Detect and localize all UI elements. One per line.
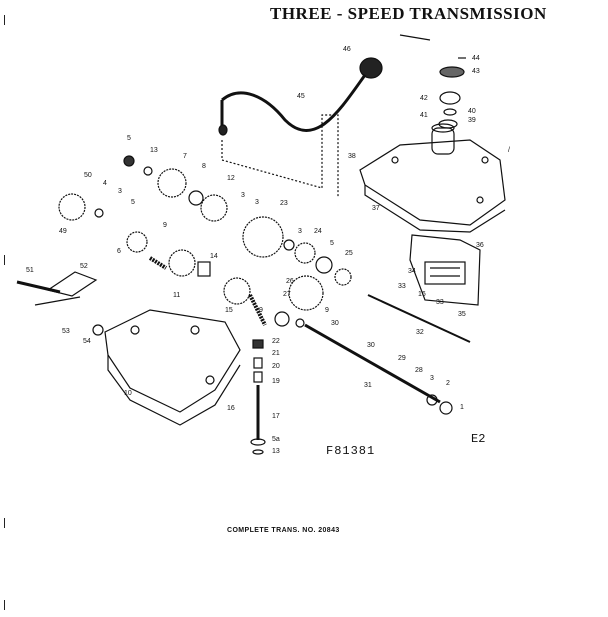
callout-53: 53 — [62, 328, 70, 335]
callout-49: 49 — [59, 228, 67, 235]
shifter-plate — [409, 234, 481, 306]
margin-tick — [4, 518, 5, 528]
long-shafts — [304, 294, 471, 415]
shift-lever — [218, 34, 431, 136]
callout-51: 51 — [26, 267, 34, 274]
guide-line — [221, 114, 339, 198]
callout-43: 43 — [472, 68, 480, 75]
callout-41: 41 — [420, 112, 428, 119]
callout-5c: 5 — [330, 240, 334, 247]
callout-44: 44 — [472, 55, 480, 62]
callout-20: 20 — [272, 363, 280, 370]
assembly-caption: COMPLETE TRANS. NO. 20843 — [227, 527, 340, 534]
vertical-shaft — [250, 339, 266, 455]
callout-28: 28 — [415, 367, 423, 374]
callout-4: 4 — [103, 180, 107, 187]
callout-3: 3 — [241, 192, 245, 199]
callout-marker: / — [508, 147, 510, 154]
callout-14: 14 — [210, 253, 218, 260]
callout-33b: 33 — [436, 299, 444, 306]
margin-tick — [4, 255, 5, 265]
callout-54: 54 — [83, 338, 91, 345]
callout-34: 34 — [408, 268, 416, 275]
callout-12: 12 — [227, 175, 235, 182]
callout-38: 38 — [348, 153, 356, 160]
callout-7: 7 — [183, 153, 187, 160]
callout-1: 1 — [460, 404, 464, 411]
callout-9b: 9 — [325, 307, 329, 314]
callout-30b: 30 — [367, 342, 375, 349]
callout-6: 6 — [117, 248, 121, 255]
top-housing — [359, 123, 506, 233]
callout-39: 39 — [468, 117, 476, 124]
figure-code: F81381 — [326, 444, 376, 458]
callout-17: 17 — [272, 413, 280, 420]
callout-16: 16 — [227, 405, 235, 412]
callout-3e: 3 — [430, 375, 434, 382]
callout-3c: 3 — [255, 199, 259, 206]
callout-42: 42 — [420, 95, 428, 102]
callout-21: 21 — [272, 350, 280, 357]
lower-housing — [92, 309, 241, 426]
gear-cluster-left — [58, 155, 352, 328]
callout-13b: 13 — [272, 448, 280, 455]
callout-19: 19 — [272, 378, 280, 385]
callout-9c: 9 — [259, 307, 263, 314]
callout-45: 45 — [297, 93, 305, 100]
callout-9: 9 — [163, 222, 167, 229]
callout-32: 32 — [416, 329, 424, 336]
callout-labels: 5 13 7 8 12 3 50 4 3 5 49 9 6 11 14 3 23… — [26, 46, 510, 455]
callout-5: 5 — [127, 135, 131, 142]
callout-25: 25 — [345, 250, 353, 257]
callout-37: 37 — [372, 205, 380, 212]
callout-29: 29 — [398, 355, 406, 362]
callout-15: 15 — [225, 307, 233, 314]
callout-16b: 16 — [418, 291, 426, 298]
callout-3b: 3 — [118, 188, 122, 195]
callout-13: 13 — [150, 147, 158, 154]
callout-24: 24 — [314, 228, 322, 235]
margin-tick — [4, 15, 5, 25]
callout-22: 22 — [272, 338, 280, 345]
callout-35: 35 — [458, 311, 466, 318]
callout-27: 27 — [283, 291, 291, 298]
callout-50: 50 — [84, 172, 92, 179]
callout-11: 11 — [173, 292, 180, 299]
diagram-title: THREE - SPEED TRANSMISSION — [270, 4, 547, 23]
callout-2: 2 — [446, 380, 450, 387]
callout-31: 31 — [364, 382, 372, 389]
callout-33: 33 — [398, 283, 406, 290]
callout-30: 30 — [331, 320, 339, 327]
sheet-code: E2 — [471, 432, 486, 446]
callout-26: 26 — [286, 278, 294, 285]
shift-fork-rod — [16, 271, 98, 306]
callout-23: 23 — [280, 200, 288, 207]
callout-52: 52 — [80, 263, 88, 270]
callout-36: 36 — [476, 242, 484, 249]
callout-46: 46 — [343, 46, 351, 53]
margin-tick — [4, 600, 5, 610]
callout-10: 10 — [124, 390, 132, 397]
callout-5b: 5 — [131, 199, 135, 206]
callout-3d: 3 — [298, 228, 302, 235]
seal-stack — [438, 57, 466, 129]
callout-8: 8 — [202, 163, 206, 170]
callout-5a: 5a — [272, 436, 280, 443]
callout-40: 40 — [468, 108, 476, 115]
